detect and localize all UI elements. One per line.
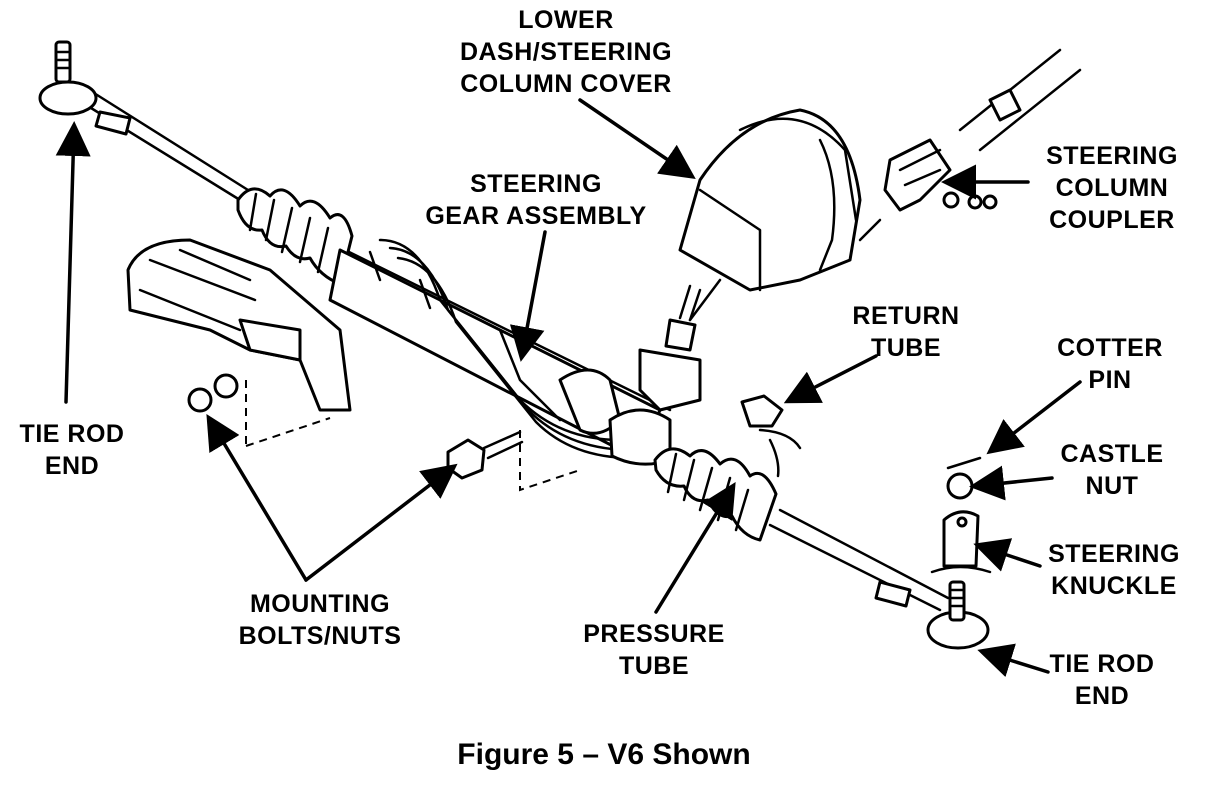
boot-right xyxy=(653,447,778,542)
label-text: STEERING xyxy=(470,170,602,198)
steering-knuckle xyxy=(930,510,992,574)
leader-arrows xyxy=(55,98,1082,678)
tie-rod-end-left xyxy=(38,40,132,136)
label-steering-gear-assembly: STEERING GEAR ASSEMBLY xyxy=(425,170,646,230)
label-text: COLUMN COVER xyxy=(460,70,672,98)
column-cover xyxy=(678,108,862,322)
pinion-valve-body xyxy=(558,284,702,466)
label-text: END xyxy=(45,452,99,480)
label-text: LOWER xyxy=(518,6,614,34)
tie-rod-end-right xyxy=(874,580,990,650)
label-text: KNUCKLE xyxy=(1051,572,1177,600)
label-text: RETURN xyxy=(852,302,959,330)
label-text: DASH/STEERING xyxy=(460,38,672,66)
cotter-pin xyxy=(946,456,982,470)
label-text: CASTLE xyxy=(1061,440,1164,468)
label-castle-nut: CASTLE NUT xyxy=(1061,440,1164,500)
label-steering-knuckle: STEERING KNUCKLE xyxy=(1048,540,1180,600)
label-text: STEERING xyxy=(1046,142,1178,170)
label-text: GEAR ASSEMBLY xyxy=(425,202,646,230)
label-cotter-pin: COTTER PIN xyxy=(1057,334,1163,394)
steering-column-coupler xyxy=(858,48,1082,242)
figure-caption: Figure 5 – V6 Shown xyxy=(457,738,750,771)
label-tie-rod-end-left: TIE ROD END xyxy=(20,420,125,480)
label-steering-column-coupler: STEERING COLUMN COUPLER xyxy=(1046,142,1178,234)
label-text: COTTER xyxy=(1057,334,1163,362)
label-text: NUT xyxy=(1086,472,1139,500)
label-text: PIN xyxy=(1088,366,1131,394)
label-return-tube: RETURN TUBE xyxy=(852,302,959,362)
label-text: COUPLER xyxy=(1049,206,1175,234)
label-text: STEERING xyxy=(1048,540,1180,568)
label-mounting-bolts-nuts: MOUNTING BOLTS/NUTS xyxy=(239,590,402,650)
return-tube-fitting xyxy=(740,394,802,478)
label-tie-rod-end-right: TIE ROD END xyxy=(1050,650,1155,710)
label-pressure-tube: PRESSURE TUBE xyxy=(583,620,725,680)
label-text: COLUMN xyxy=(1056,174,1169,202)
label-text: TUBE xyxy=(619,652,689,680)
mounting-bolt-center xyxy=(446,430,581,492)
label-lower-dash-cover: LOWER DASH/STEERING COLUMN COVER xyxy=(460,6,672,98)
label-text: PRESSURE xyxy=(583,620,725,648)
castle-nut xyxy=(946,472,974,500)
label-text: BOLTS/NUTS xyxy=(239,622,402,650)
label-text: TUBE xyxy=(871,334,941,362)
label-text: MOUNTING xyxy=(250,590,390,618)
mounting-bracket xyxy=(126,238,352,447)
label-text: END xyxy=(1075,682,1129,710)
label-text: TIE ROD xyxy=(1050,650,1155,678)
label-text: TIE ROD xyxy=(20,420,125,448)
